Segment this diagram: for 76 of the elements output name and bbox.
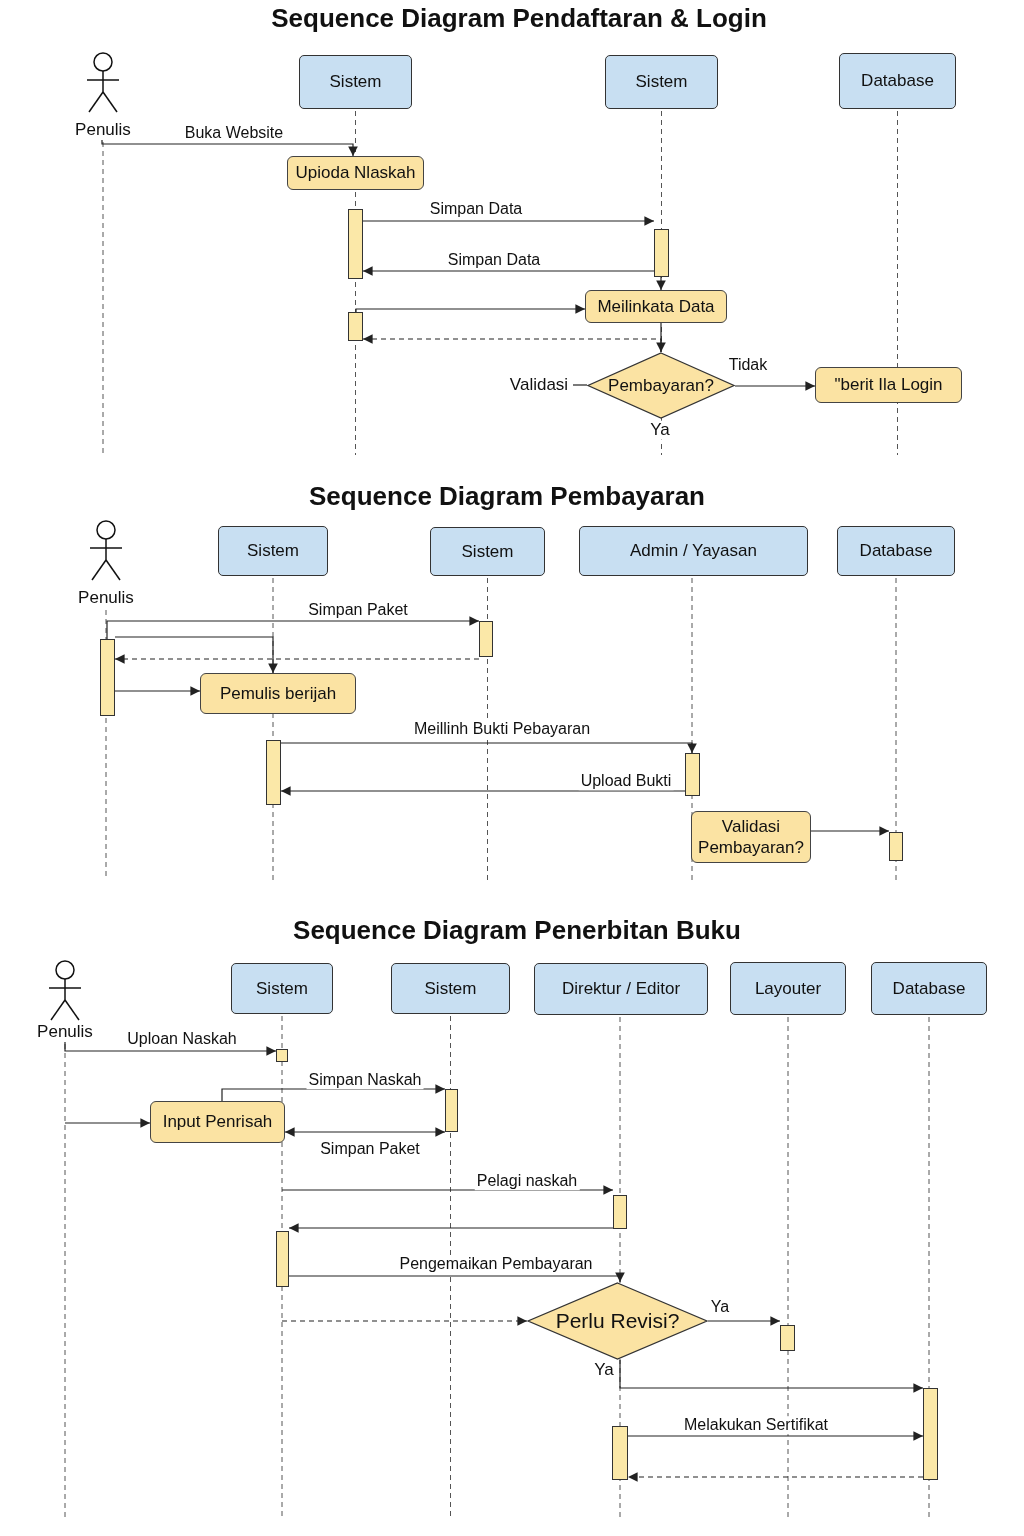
message-arrow (280, 742, 697, 754)
activation-bar (889, 832, 903, 861)
message-arrow (362, 216, 655, 226)
participant-box: Sistem (391, 963, 510, 1014)
message-arrow (362, 266, 655, 276)
activation-bar (654, 229, 669, 277)
activation-bar (685, 753, 700, 796)
bare-label: Validasi (505, 374, 573, 396)
message-label: Simpan Data (427, 200, 525, 218)
message-label: Uploan Naskah (125, 1030, 239, 1048)
message-arrow (656, 322, 666, 353)
activation-bar (348, 209, 363, 279)
message-arrow (114, 686, 201, 696)
message-arrow (106, 616, 480, 640)
message-arrow (114, 654, 480, 664)
message-arrow (280, 786, 686, 796)
message-label: Simpan Data (445, 251, 543, 269)
note-box: Meilinkata Data (585, 290, 727, 323)
participant-box: Database (871, 962, 987, 1015)
message-arrow (64, 1041, 277, 1056)
message-label: Pelagi naskah (474, 1172, 580, 1190)
participant-box: Layouter (730, 962, 846, 1015)
message-arrow (288, 1272, 625, 1283)
message-label: Simpan Paket (318, 1140, 422, 1158)
activation-bar (266, 740, 281, 805)
message-label: Upload Bukti (578, 772, 674, 790)
note-box: Input Penrisah (150, 1101, 285, 1143)
message-label: Simpan Naskah (306, 1071, 424, 1089)
activation-bar (923, 1388, 938, 1480)
decision-label: Perlu Revisi? (554, 1309, 681, 1333)
section-title: Sequence Diagram Pembayaran (309, 480, 705, 512)
decision-label: Pembayaran? (607, 375, 715, 396)
activation-bar (348, 312, 363, 341)
participant-box: Sistem (605, 55, 718, 109)
activation-bar (276, 1231, 289, 1287)
participant-box: Sistem (218, 526, 328, 576)
activation-bar (613, 1195, 627, 1229)
message-arrow (288, 1223, 614, 1233)
participant-box: Database (839, 53, 956, 109)
actor-label: Penulis (77, 588, 135, 608)
message-arrow (810, 826, 890, 836)
activation-bar (612, 1426, 628, 1480)
message-arrow (619, 1359, 924, 1393)
participant-box: Sistem (299, 55, 412, 109)
message-arrow (355, 304, 586, 314)
activation-bar (479, 621, 493, 657)
message-arrow (627, 1431, 924, 1441)
note-box: Pemulis berijah (200, 673, 356, 714)
message-arrow (284, 1127, 446, 1137)
note-box: Validasi Pembayaran? (691, 811, 811, 863)
message-arrow (656, 276, 666, 291)
activation-bar (445, 1089, 458, 1132)
message-label: Simpan Paket (306, 601, 410, 619)
note-box: Upioda Nlaskah (287, 156, 424, 190)
activation-bar (780, 1325, 795, 1351)
diagram-title: Sequence Diagram Pendaftaran & Login (271, 2, 767, 34)
message-arrow (114, 636, 278, 674)
message-arrow (627, 1472, 924, 1482)
actor-label: Penulis (74, 120, 132, 140)
message-arrow (101, 139, 358, 157)
note-box: "berit Ila Login (815, 367, 962, 403)
message-arrow (281, 1316, 528, 1326)
message-label: Pengemaikan Pembayaran (397, 1255, 595, 1273)
participant-box: Sistem (231, 963, 333, 1014)
activation-bar (276, 1049, 288, 1062)
participant-box: Admin / Yayasan (579, 526, 808, 576)
participant-box: Database (837, 526, 955, 576)
message-arrow (734, 381, 816, 391)
activation-bar (100, 639, 115, 716)
participant-box: Sistem (430, 527, 545, 576)
message-arrow (707, 1316, 781, 1326)
message-arrow (64, 1118, 151, 1128)
participant-box: Direktur / Editor (534, 963, 708, 1015)
section-title: Sequence Diagram Penerbitan Buku (293, 914, 741, 946)
branch-label: Ya (648, 420, 672, 440)
actor-label: Penulis (36, 1022, 94, 1042)
